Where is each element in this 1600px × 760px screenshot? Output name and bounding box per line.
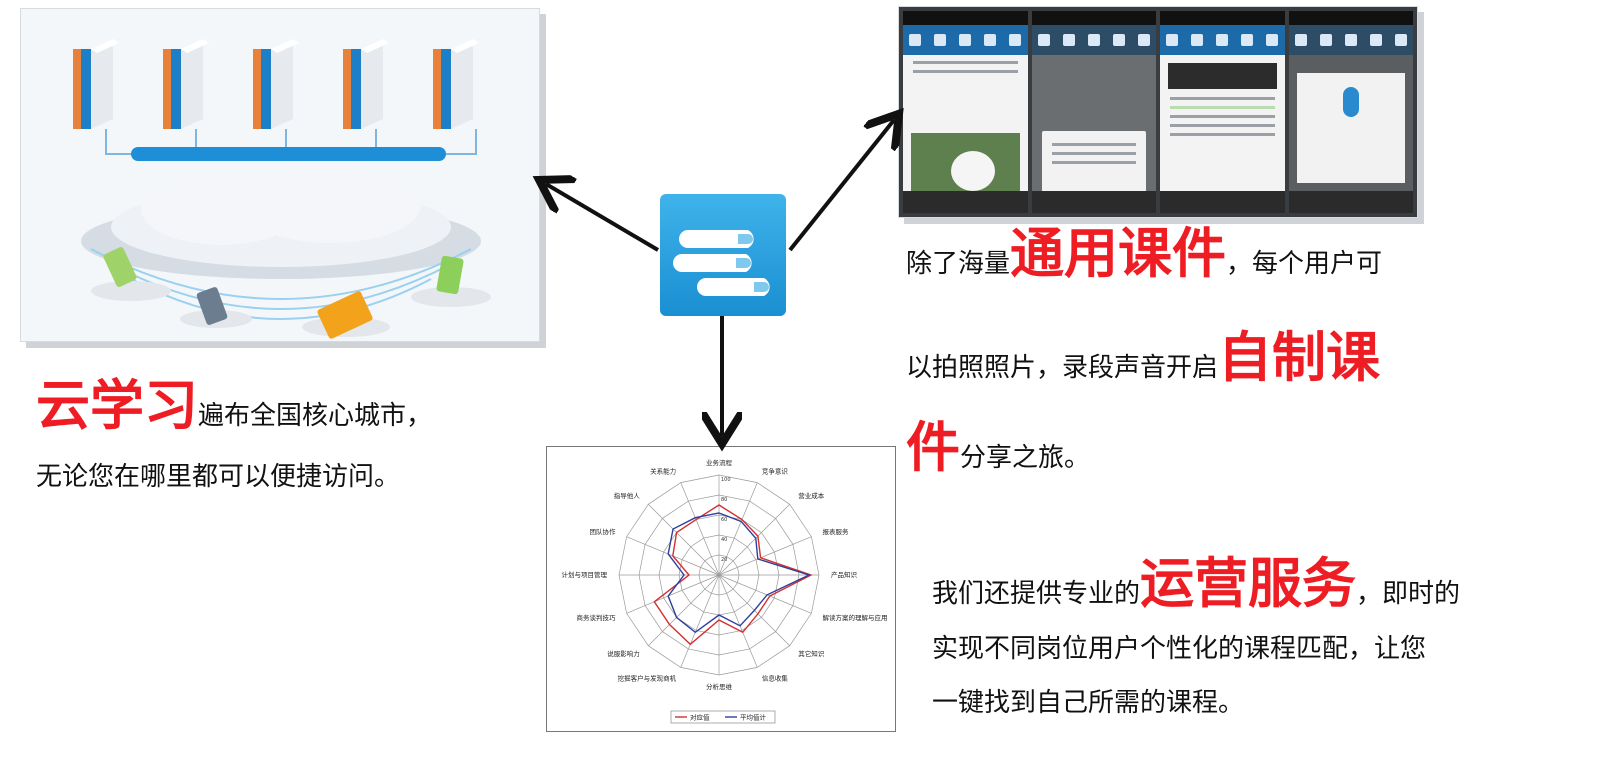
radar-chart: 100 80 60 40 20 业务流程竞争意识营业成本报表服务产品知识解读方案的理解与… bbox=[546, 446, 896, 732]
legend-label: 对应值 bbox=[690, 713, 710, 722]
grid-spoke bbox=[680, 574, 720, 668]
microphone-icon bbox=[1342, 87, 1359, 117]
legend-box bbox=[670, 710, 776, 724]
grid-spoke bbox=[718, 482, 758, 576]
category-label: 关系能力 bbox=[650, 467, 676, 476]
ring-label: 60 bbox=[721, 517, 727, 523]
highlight-cloud-learning: 云学习 bbox=[36, 374, 198, 437]
category-label: 营业成本 bbox=[798, 491, 825, 500]
category-label: 业务流程 bbox=[706, 458, 733, 467]
ring-label: 80 bbox=[721, 497, 727, 503]
cloud-icon bbox=[81, 167, 481, 279]
courseware-line-2: 以拍照照片，录段声音开启自制课 bbox=[906, 326, 1380, 391]
server-book-icon bbox=[73, 39, 479, 129]
grid-spoke bbox=[718, 536, 812, 576]
operation-service-line-3: 一键找到自己所需的课程。 bbox=[932, 688, 1245, 718]
courseware-line-3: 件分享之旅。 bbox=[906, 416, 1090, 481]
category-label: 说服影响力 bbox=[607, 649, 640, 658]
operation-service-line-1: 我们还提供专业的运营服务，即时的 bbox=[932, 552, 1460, 617]
operation-service-line-2: 实现不同岗位用户个性化的课程匹配，让您 bbox=[932, 634, 1427, 664]
grid-spoke bbox=[680, 482, 720, 576]
text-segment: 我们还提供专业的 bbox=[932, 579, 1141, 609]
text-segment: 分享之旅。 bbox=[960, 443, 1091, 473]
category-label: 报表服务 bbox=[822, 527, 849, 536]
ring-label: 100 bbox=[721, 477, 731, 483]
legend-label: 平均值计 bbox=[740, 713, 767, 722]
category-label: 其它知识 bbox=[798, 649, 825, 658]
series-line bbox=[667, 512, 811, 634]
mobile-device-icons bbox=[91, 247, 491, 339]
radar-chart-svg: 100 80 60 40 20 业务流程竞争意识营业成本报表服务产品知识解读方案的理解与… bbox=[562, 458, 887, 724]
ring-label: 20 bbox=[721, 557, 727, 563]
grid-spoke bbox=[718, 574, 758, 668]
cloud-learning-description: 无论您在哪里都可以便捷访问。 bbox=[36, 462, 401, 492]
text-segment: ，每个用户可 bbox=[1226, 249, 1383, 279]
grid-spoke bbox=[626, 574, 720, 614]
text-segment: ，即时的 bbox=[1356, 579, 1461, 609]
highlight-courseware-end: 件 bbox=[906, 416, 960, 479]
cloud-learning-headline: 云学习遍布全国核心城市， bbox=[36, 374, 432, 439]
category-label: 挖掘客户与发现商机 bbox=[618, 673, 677, 682]
stacked-books-icon bbox=[660, 194, 786, 316]
text-segment: 除了海量 bbox=[906, 249, 1011, 279]
phone-screen-4 bbox=[1288, 11, 1413, 213]
category-label: 信息收集 bbox=[762, 673, 789, 682]
arrow-left bbox=[546, 184, 660, 252]
phone-screenshots bbox=[898, 6, 1418, 218]
cloud-network-graphic bbox=[73, 39, 491, 339]
highlight-custom-courseware: 自制课 bbox=[1218, 326, 1381, 389]
chart-legend: 对应值 平均值计 bbox=[670, 710, 776, 724]
phone-screen-2 bbox=[1031, 11, 1156, 213]
courseware-line-1: 除了海量通用课件，每个用户可 bbox=[906, 222, 1382, 287]
category-label: 竞争意识 bbox=[762, 467, 789, 476]
category-label: 产品知识 bbox=[831, 570, 858, 579]
highlight-operation-service: 运营服务 bbox=[1140, 552, 1357, 615]
network-bus bbox=[131, 147, 446, 161]
phone-screen-3 bbox=[1160, 11, 1285, 213]
category-label: 商务谈判技巧 bbox=[577, 613, 617, 622]
grid-spoke bbox=[718, 504, 790, 576]
category-label: 指导他人 bbox=[614, 491, 641, 500]
category-label: 计划与项目管理 bbox=[562, 570, 608, 579]
category-label: 分析思维 bbox=[706, 682, 733, 691]
grid-spoke bbox=[718, 574, 812, 614]
category-label: 团队协作 bbox=[590, 527, 617, 536]
grid-spoke bbox=[648, 574, 720, 646]
grid-spoke bbox=[648, 504, 720, 576]
cloud-network-illustration bbox=[20, 8, 540, 342]
category-label: 解读方案的理解与应用 bbox=[822, 613, 887, 622]
highlight-general-courseware: 通用课件 bbox=[1010, 222, 1227, 285]
ring-label: 40 bbox=[721, 537, 727, 543]
series-line bbox=[653, 504, 813, 646]
text-segment: 以拍照照片，录段声音开启 bbox=[906, 353, 1219, 383]
phone-screen-1 bbox=[903, 11, 1028, 213]
headline-rest: 遍布全国核心城市， bbox=[198, 401, 433, 431]
arrow-right bbox=[788, 120, 894, 252]
